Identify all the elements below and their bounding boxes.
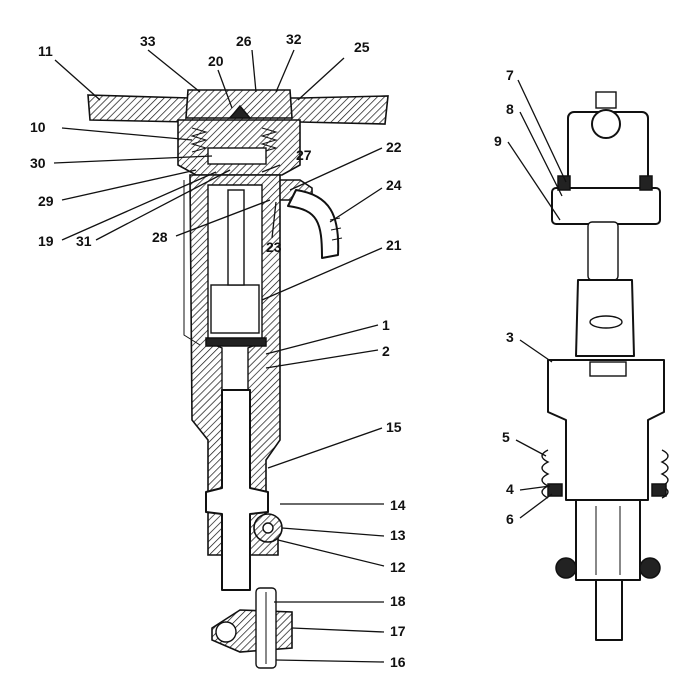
top-fitting xyxy=(591,109,621,139)
label-4: 4 xyxy=(506,481,514,497)
label-23: 23 xyxy=(266,239,282,255)
label-26: 26 xyxy=(236,33,252,49)
piston-rod xyxy=(227,189,245,286)
leader-lines xyxy=(53,49,567,663)
label-12: 12 xyxy=(390,559,406,575)
external-view xyxy=(541,91,669,641)
label-15: 15 xyxy=(386,419,402,435)
label-17: 17 xyxy=(390,623,406,639)
buffer-ring xyxy=(205,337,267,347)
label-24: 24 xyxy=(386,177,402,193)
label-3: 3 xyxy=(506,329,514,345)
label-8: 8 xyxy=(506,101,514,117)
label-2: 2 xyxy=(382,343,390,359)
label-19: 19 xyxy=(38,233,54,249)
air-hose xyxy=(287,189,340,259)
label-13: 13 xyxy=(390,527,406,543)
label-27: 27 xyxy=(296,147,312,163)
chuck xyxy=(575,499,641,581)
sectional-view xyxy=(87,89,389,591)
label-14: 14 xyxy=(390,497,406,513)
throttle-valve xyxy=(587,221,619,281)
part-labels: 11 33 20 26 32 25 10 30 29 19 31 27 22 2… xyxy=(30,31,514,670)
retainer-detail xyxy=(211,587,293,669)
label-9: 9 xyxy=(494,133,502,149)
label-31: 31 xyxy=(76,233,92,249)
label-28: 28 xyxy=(152,229,168,245)
label-30: 30 xyxy=(30,155,46,171)
label-11: 11 xyxy=(38,43,53,59)
lower-body xyxy=(547,359,665,501)
label-6: 6 xyxy=(506,511,514,527)
tool-shank xyxy=(595,579,623,641)
side-air-passage xyxy=(183,180,201,346)
label-29: 29 xyxy=(38,193,54,209)
label-22: 22 xyxy=(386,139,402,155)
label-25: 25 xyxy=(354,39,370,55)
label-16: 16 xyxy=(390,654,406,670)
label-21: 21 xyxy=(386,237,402,253)
valve-springs xyxy=(190,127,278,153)
label-18: 18 xyxy=(390,593,406,609)
label-1: 1 xyxy=(382,317,390,333)
chisel-tool xyxy=(205,389,269,591)
label-7: 7 xyxy=(506,67,514,83)
piston xyxy=(210,284,260,334)
label-33: 33 xyxy=(140,33,156,49)
valve-insert xyxy=(207,147,267,165)
label-32: 32 xyxy=(286,31,302,47)
valve-tip xyxy=(228,104,252,119)
label-20: 20 xyxy=(208,53,224,69)
flange xyxy=(551,187,661,225)
label-5: 5 xyxy=(502,429,510,445)
label-10: 10 xyxy=(30,119,46,135)
